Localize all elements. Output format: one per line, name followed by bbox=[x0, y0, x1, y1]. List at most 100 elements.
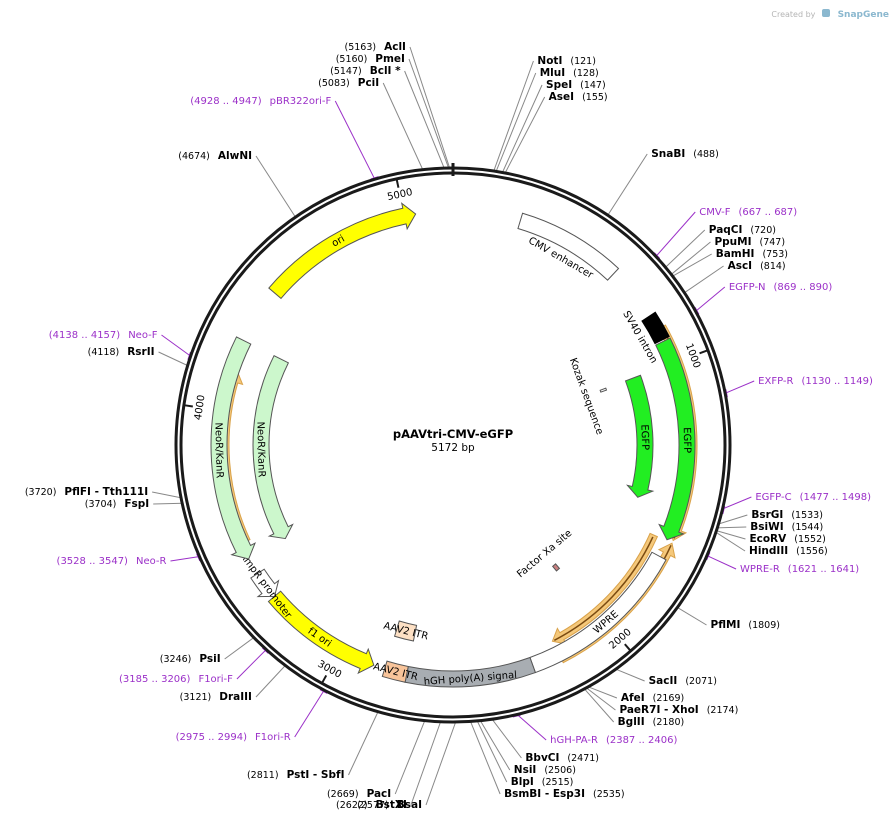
leader-ppumi bbox=[670, 241, 711, 276]
leader-asei bbox=[504, 96, 546, 175]
site-cmv-f[interactable]: CMV-F(667 .. 687) bbox=[699, 207, 797, 218]
site-noti[interactable]: NotI(121) bbox=[537, 55, 595, 67]
feature-ori-14[interactable] bbox=[268, 202, 417, 300]
site-position: (5160) bbox=[336, 54, 368, 65]
site-position: (869 .. 890) bbox=[774, 282, 833, 293]
feature-egfp-4[interactable] bbox=[624, 374, 655, 498]
site-wpre-r[interactable]: WPRE-R(1621 .. 1641) bbox=[740, 564, 859, 575]
tick-label-4000: 4000 bbox=[193, 394, 208, 421]
feature-factor-xa-site-6[interactable] bbox=[551, 563, 561, 572]
site-exfp-r[interactable]: EXFP-R (1130 .. 1149) bbox=[758, 376, 873, 387]
site-draiii[interactable]: DraIII(3121) bbox=[180, 691, 252, 703]
site-name: RsrII bbox=[127, 346, 154, 358]
leader-pflmi bbox=[676, 606, 707, 626]
site-pcii[interactable]: PciI(5083) bbox=[318, 77, 379, 89]
feature-kozak-sequence-2[interactable] bbox=[599, 387, 608, 393]
site-bcli[interactable]: BclI *(5147) bbox=[330, 65, 401, 77]
site-bsai[interactable]: BsaI(2577) bbox=[357, 799, 422, 811]
site-f1ori-f[interactable]: F1ori-F(3185 .. 3206) bbox=[119, 674, 233, 685]
site-f1ori-r[interactable]: F1ori-R (2975 .. 2994) bbox=[176, 732, 291, 743]
site-pflmi[interactable]: PflMI(1809) bbox=[711, 619, 780, 631]
feature-ampr-promoter-11[interactable] bbox=[250, 568, 280, 598]
site-position: (2515) bbox=[542, 777, 574, 788]
feature-neor-kanr-12[interactable] bbox=[210, 336, 256, 560]
site-name: BsaI bbox=[397, 799, 422, 811]
site-spei[interactable]: SpeI(147) bbox=[546, 79, 606, 91]
site-position: (753) bbox=[762, 249, 788, 260]
leader-egfp-n bbox=[694, 286, 726, 313]
site-pbr322ori-f[interactable]: pBR322ori-F(4928 .. 4947) bbox=[190, 96, 331, 107]
site-alwni[interactable]: AlwNI(4674) bbox=[178, 150, 252, 162]
site-name: SpeI bbox=[546, 79, 572, 91]
leader-paer7i-xhoi bbox=[585, 686, 616, 711]
feature-cmv-enhancer-0[interactable] bbox=[517, 212, 620, 281]
site-acli[interactable]: AclI(5163) bbox=[345, 41, 406, 53]
site-ecorv[interactable]: EcoRV(1552) bbox=[749, 533, 825, 545]
site-hindiii[interactable]: HindIII(1556) bbox=[749, 545, 828, 557]
site-pflfi-tth111i[interactable]: PflFI - Tth111I(3720) bbox=[25, 486, 148, 498]
site-blpi[interactable]: BlpI(2515) bbox=[511, 776, 574, 788]
site-name: pBR322ori-F bbox=[270, 96, 332, 107]
site-position: (2387 .. 2406) bbox=[606, 735, 678, 746]
site-bglii[interactable]: BglII(2180) bbox=[618, 716, 685, 728]
site-bbvci[interactable]: BbvCI(2471) bbox=[525, 752, 599, 764]
site-bsiwi[interactable]: BsiWI(1544) bbox=[750, 521, 823, 533]
site-paci[interactable]: PacI(2669) bbox=[327, 788, 391, 800]
site-name: F1ori-R bbox=[255, 732, 291, 743]
site-psii[interactable]: PsiI(3246) bbox=[160, 653, 221, 665]
site-name: PstI - SbfI bbox=[287, 769, 345, 781]
site-rsrii[interactable]: RsrII(4118) bbox=[88, 346, 155, 358]
site-bsmbi-esp3i[interactable]: BsmBI - Esp3I(2535) bbox=[504, 788, 625, 800]
site-bstxi[interactable]: BstXI(2622) bbox=[336, 799, 407, 811]
site-position: (121) bbox=[570, 56, 596, 67]
site-bsrgi[interactable]: BsrGI(1533) bbox=[751, 509, 823, 521]
site-afei[interactable]: AfeI(2169) bbox=[621, 692, 684, 704]
leader-bglii bbox=[583, 687, 615, 723]
site-paqci[interactable]: PaqCI(720) bbox=[709, 224, 776, 236]
site-position: (1130 .. 1149) bbox=[801, 376, 873, 387]
site-bamhi[interactable]: BamHI(753) bbox=[716, 248, 788, 260]
site-mlui[interactable]: MluI(128) bbox=[540, 67, 599, 79]
tick-mark-4000 bbox=[184, 404, 193, 408]
site-name: EGFP-N bbox=[729, 282, 766, 293]
leader-spei bbox=[501, 84, 543, 174]
leader-pbr322ori-f bbox=[334, 100, 376, 181]
site-psti-sbfi[interactable]: PstI - SbfI(2811) bbox=[247, 769, 345, 781]
site-sacii[interactable]: SacII(2071) bbox=[649, 675, 717, 687]
site-neo-r[interactable]: Neo-R(3528 .. 3547) bbox=[57, 556, 167, 567]
feature-aav2-itr-8[interactable] bbox=[381, 660, 409, 683]
site-egfp-n[interactable]: EGFP-N (869 .. 890) bbox=[729, 282, 833, 293]
header: Created by SnapGene bbox=[771, 2, 889, 21]
leader-bsrgi bbox=[717, 514, 748, 525]
site-fspi[interactable]: FspI(3704) bbox=[85, 498, 149, 510]
site-ppumi[interactable]: PpuMI(747) bbox=[714, 236, 785, 248]
site-pmei[interactable]: PmeI (5160) bbox=[336, 53, 405, 65]
site-paer7i-xhoi[interactable]: PaeR7I - XhoI(2174) bbox=[619, 704, 738, 716]
feature-egfp-3[interactable] bbox=[655, 337, 696, 541]
site-name: EXFP-R bbox=[758, 376, 793, 387]
site-hgh-pa-r[interactable]: hGH-PA-R(2387 .. 2406) bbox=[550, 735, 677, 746]
site-nsii[interactable]: NsiI(2506) bbox=[514, 764, 576, 776]
site-name: PmeI bbox=[375, 53, 405, 65]
site-position: (1552) bbox=[794, 534, 826, 545]
leader-exfp-r bbox=[723, 380, 755, 395]
site-asci[interactable]: AscI(814) bbox=[728, 260, 786, 272]
site-name: F1ori-F bbox=[198, 674, 233, 685]
site-name: PciI bbox=[358, 77, 379, 89]
site-asei[interactable]: AseI(155) bbox=[549, 91, 608, 103]
site-position: (1809) bbox=[748, 620, 780, 631]
site-position: (2975 .. 2994) bbox=[176, 732, 248, 743]
feature-label-ampr-promoter-11: AmpR promoter bbox=[237, 550, 294, 621]
feature-sv40-intron-1[interactable] bbox=[641, 311, 670, 345]
site-position: (720) bbox=[750, 225, 776, 236]
site-egfp-c[interactable]: EGFP-C(1477 .. 1498) bbox=[755, 492, 871, 503]
site-snabi[interactable]: SnaBI(488) bbox=[651, 148, 719, 160]
site-name: Neo-R bbox=[136, 556, 167, 567]
site-position: (4138 .. 4157) bbox=[49, 330, 121, 341]
backbone bbox=[174, 163, 732, 724]
site-neo-f[interactable]: Neo-F(4138 .. 4157) bbox=[49, 330, 158, 341]
feature-neor-kanr-13[interactable] bbox=[252, 355, 294, 540]
feature-aav2-itr-9[interactable] bbox=[393, 620, 418, 642]
leader-paqci bbox=[664, 229, 706, 269]
